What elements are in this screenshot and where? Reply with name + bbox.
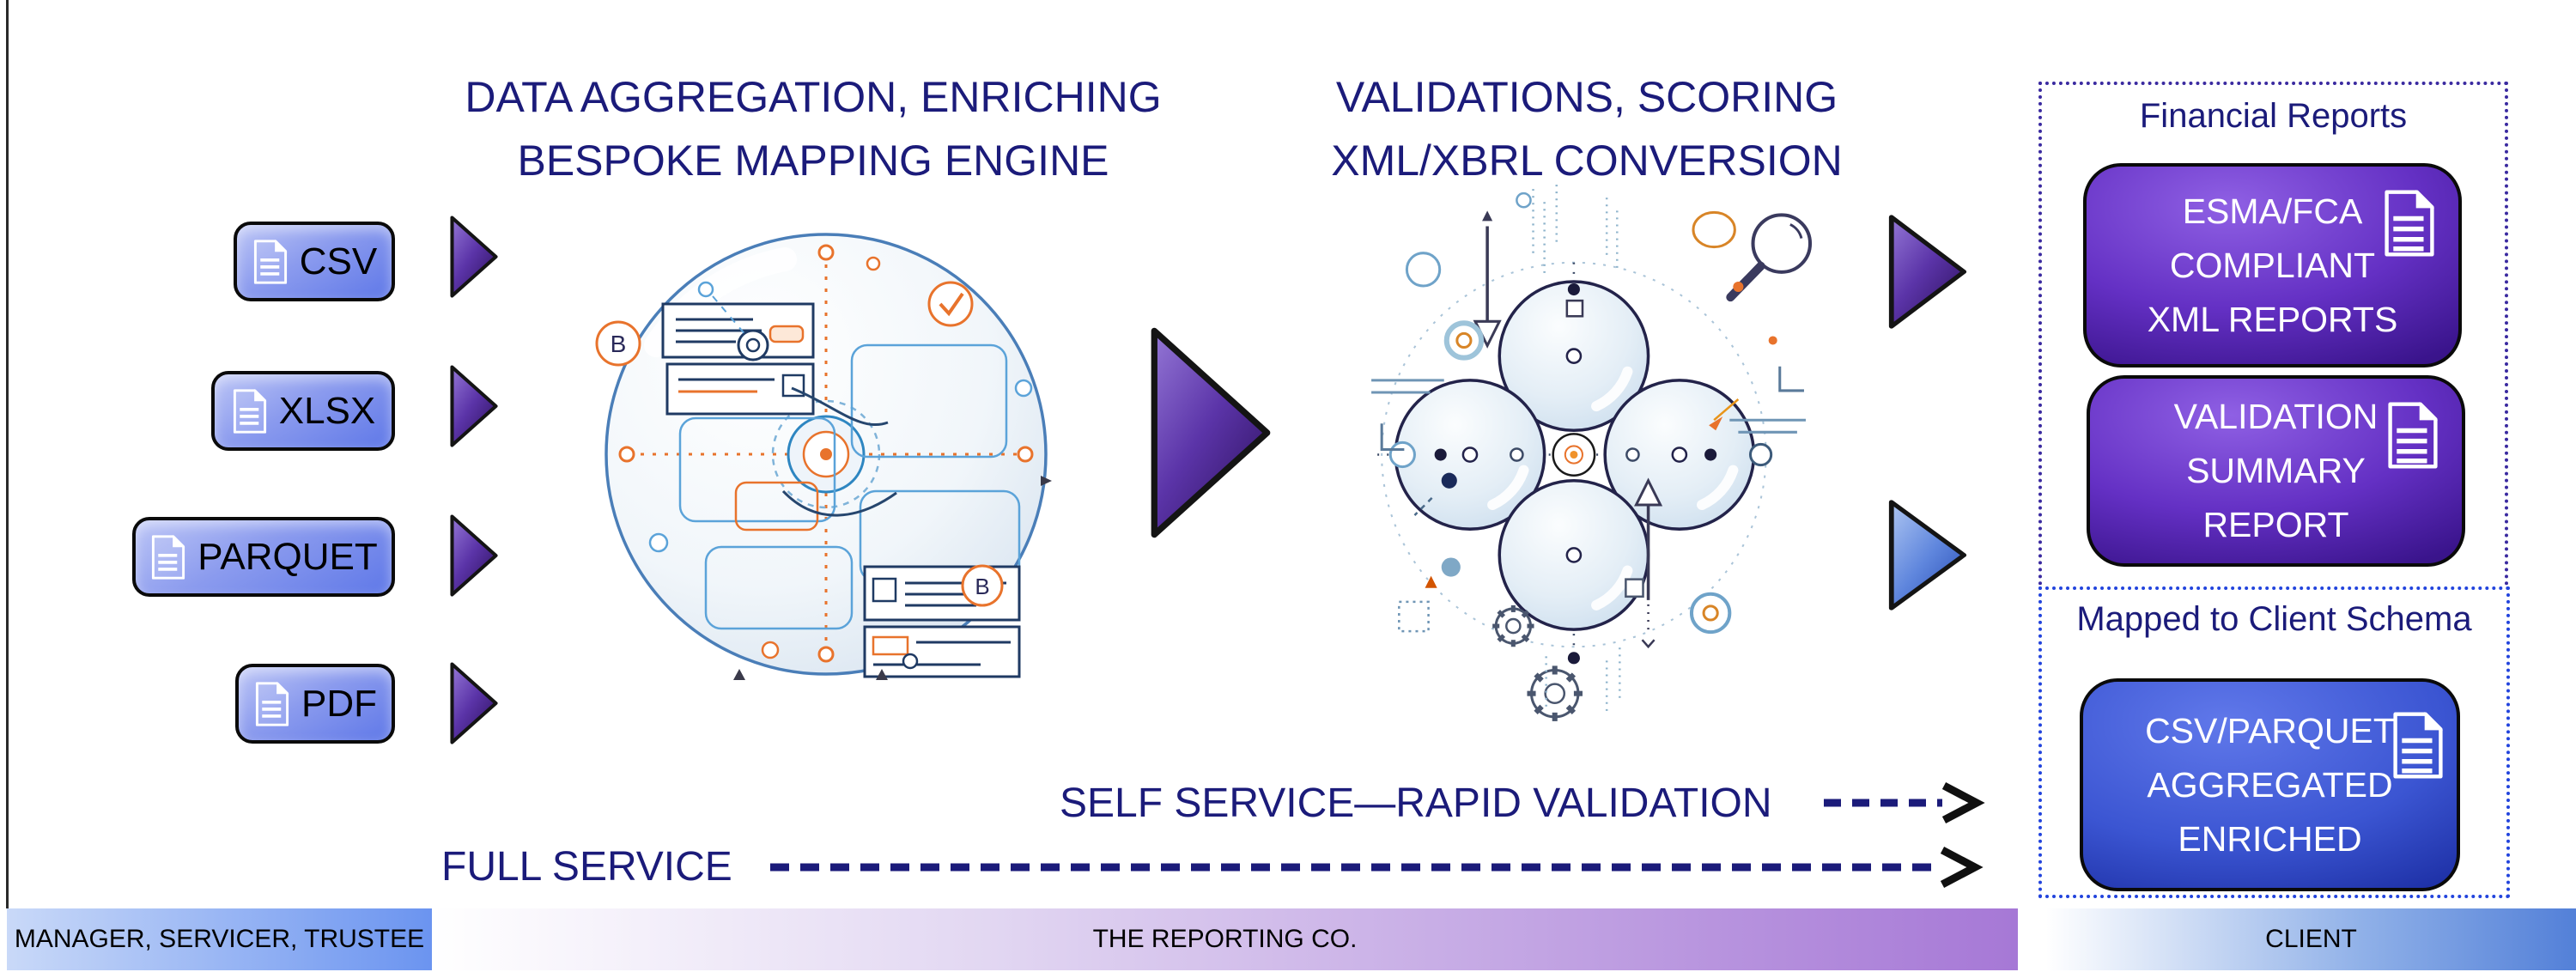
- data-panel: [665, 362, 815, 416]
- report-box-line: REPORT: [2202, 505, 2349, 544]
- report-box-line: ESMA/FCA: [2182, 191, 2363, 231]
- stage-title-line: DATA AGGREGATION, ENRICHING: [465, 73, 1162, 121]
- stage-title-validation: VALIDATIONS, SCORING XML/XBRL CONVERSION: [1235, 65, 1939, 192]
- badge-label: PARQUET: [197, 535, 378, 578]
- financial-reports-panel: Financial Reports ESMA/FCA COMPLIANT XML…: [2038, 82, 2508, 599]
- stage-title-line: XML/XBRL CONVERSION: [1331, 137, 1843, 185]
- full-service-label: FULL SERVICE: [441, 844, 732, 890]
- output-flow-arrow-financial-icon: [1888, 215, 1967, 329]
- input-badge-xlsx: XLSX: [211, 371, 395, 451]
- badge-label: XLSX: [278, 389, 376, 432]
- left-border-line: [6, 0, 9, 908]
- footer-segment-client: CLIENT: [2046, 908, 2576, 970]
- report-box-csv-parquet: CSV/PARQUET AGGREGATED ENRICHED: [2080, 678, 2460, 891]
- document-icon: [2388, 402, 2439, 469]
- gear-icon: [737, 329, 769, 361]
- footer-label: CLIENT: [2265, 925, 2357, 953]
- letter-badge: [961, 564, 1004, 607]
- report-box-line: AGGREGATED: [2147, 764, 2393, 805]
- main-flow-arrow-icon: [1151, 327, 1271, 538]
- output-flow-arrow-client-icon: [1888, 500, 1967, 611]
- self-service-arrow-icon: [1824, 782, 1985, 823]
- report-box-line: ENRICHED: [2178, 818, 2362, 859]
- document-icon: [233, 388, 267, 434]
- self-service-label: SELF SERVICE—RAPID VALIDATION: [1060, 781, 1772, 826]
- magnifier-icon: [1751, 213, 1813, 274]
- input-flow-arrow-icon: [450, 662, 498, 744]
- footer-label: THE REPORTING CO.: [1092, 925, 1358, 953]
- report-box-line: SUMMARY: [2186, 451, 2366, 490]
- letter-badge: [595, 320, 641, 367]
- full-service-arrow-icon: [770, 847, 1984, 888]
- check-icon: [927, 281, 974, 327]
- input-flow-arrow-icon: [450, 365, 498, 447]
- document-icon: [255, 681, 289, 726]
- report-box-esma: ESMA/FCA COMPLIANT XML REPORTS: [2083, 163, 2462, 368]
- mapping-engine-illustration: B B: [595, 233, 1052, 680]
- gear-icon: [1527, 665, 1583, 721]
- stage-title-line: VALIDATIONS, SCORING: [1335, 73, 1838, 121]
- input-badge-csv: CSV: [234, 222, 395, 301]
- letter-badge-glyph: B: [975, 574, 989, 599]
- data-panel: [863, 625, 1021, 678]
- document-icon: [2393, 712, 2444, 779]
- report-box-line: XML REPORTS: [2147, 299, 2398, 339]
- client-panel-title: Mapped to Client Schema: [2076, 600, 2472, 638]
- document-icon: [253, 239, 288, 284]
- input-flow-arrow-icon: [450, 514, 498, 597]
- stage-title-mapping: DATA AGGREGATION, ENRICHING BESPOKE MAPP…: [461, 65, 1165, 192]
- document-icon: [2385, 190, 2435, 257]
- input-flow-arrow-icon: [450, 216, 498, 298]
- validation-illustration: [1371, 185, 1813, 721]
- input-badge-parquet: PARQUET: [132, 517, 395, 597]
- input-badge-pdf: PDF: [235, 664, 395, 744]
- letter-badge-glyph: B: [611, 331, 627, 357]
- footer-label: MANAGER, SERVICER, TRUSTEE: [14, 925, 425, 953]
- report-box-validation-summary: VALIDATION SUMMARY REPORT: [2087, 375, 2465, 567]
- badge-label: PDF: [301, 682, 377, 725]
- footer-segment-manager: MANAGER, SERVICER, TRUSTEE: [7, 908, 432, 970]
- footer-segment-reporting-co: THE REPORTING CO.: [432, 908, 2018, 970]
- report-box-line: VALIDATION: [2173, 397, 2379, 436]
- document-icon: [152, 534, 185, 580]
- gear-icon: [1492, 604, 1534, 647]
- stage-title-line: BESPOKE MAPPING ENGINE: [517, 137, 1109, 185]
- client-schema-panel: Mapped to Client Schema CSV/PARQUET AGGR…: [2038, 586, 2510, 898]
- report-box-line: CSV/PARQUET: [2145, 710, 2395, 750]
- badge-label: CSV: [299, 240, 378, 282]
- report-box-line: COMPLIANT: [2169, 245, 2376, 285]
- financial-panel-title: Financial Reports: [2139, 97, 2408, 135]
